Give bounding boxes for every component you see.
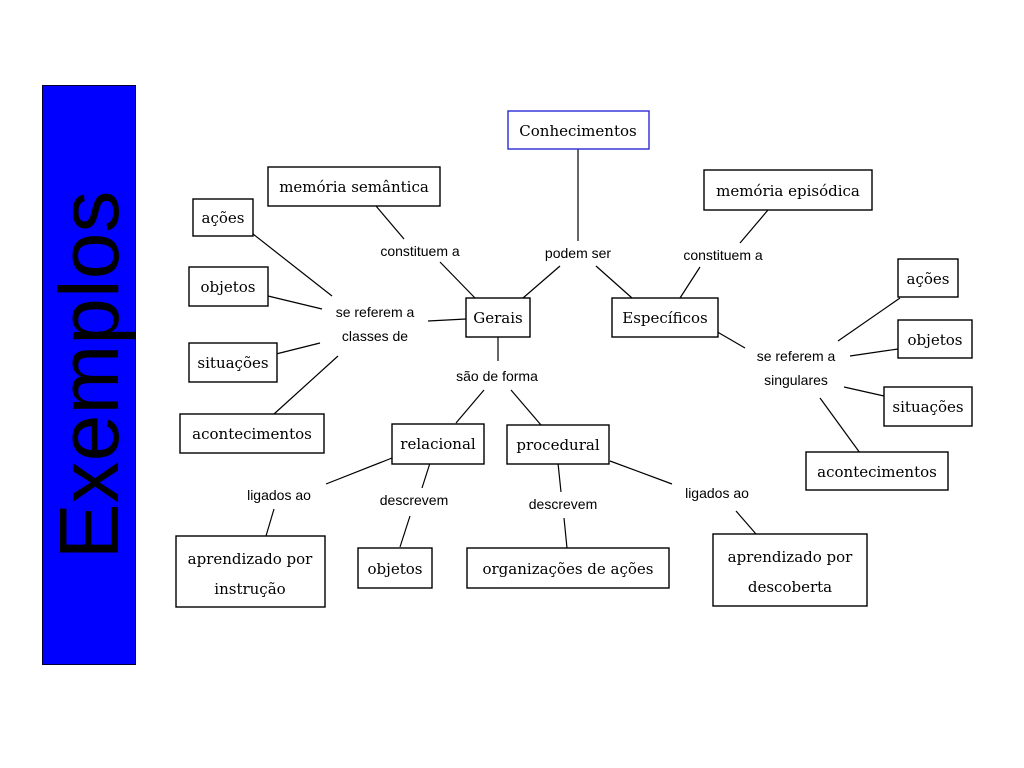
edge-especificos-referem (713, 329, 746, 349)
concept-label-objetos-especificos: objetos (908, 331, 963, 349)
concept-organizacoes-acoes: organizações de ações (466, 547, 670, 589)
edge-memoria-episodica-constituem (739, 209, 769, 244)
link-se-referem-classes-1: se referem a (336, 304, 415, 320)
edge-acoes-referem (252, 233, 333, 297)
concept-situacoes-especificos: situações (883, 386, 973, 427)
concept-label-situacoes-especificos: situações (892, 398, 963, 416)
edge-sao-de-forma-procedural (510, 389, 542, 426)
concept-objetos-descritos: objetos (357, 547, 433, 589)
edge-gerais-referem (427, 318, 467, 322)
edge-acontecimentos-esp-referem (819, 397, 861, 454)
concept-label-acoes-especificos: ações (907, 270, 950, 288)
concept-label-situacoes-gerais: situações (197, 354, 268, 372)
edge-procedural-descrevem (557, 462, 562, 493)
concept-acontecimentos-gerais: acontecimentos (179, 413, 325, 454)
concept-label-aprendizado-instrucao-2: instrução (214, 580, 285, 598)
edge-sao-de-forma-relacional (455, 389, 485, 424)
link-ligados-ao-procedural: ligados ao (685, 485, 749, 501)
connector-lines (252, 149, 901, 549)
concept-gerais: Gerais (465, 297, 531, 338)
linking-phrases: podem ser constituem a constituem a se r… (247, 243, 835, 512)
concept-aprendizado-descoberta: aprendizado por descoberta (712, 533, 868, 607)
concept-acoes-gerais: ações (192, 198, 254, 237)
concept-label-aprendizado-instrucao-1: aprendizado por (188, 550, 314, 568)
concept-label-objetos-descritos: objetos (368, 560, 423, 578)
edge-constituem-gerais (439, 261, 476, 299)
link-se-referem-singulares-1: se referem a (757, 348, 836, 364)
concept-label-aprendizado-descoberta-2: descoberta (748, 578, 832, 596)
concept-especificos: Específicos (611, 297, 719, 338)
concept-label-objetos-gerais: objetos (201, 278, 256, 296)
edge-podem-ser-especificos (595, 265, 633, 299)
edge-procedural-ligados (609, 460, 673, 485)
link-descrevem-relacional: descrevem (380, 492, 448, 508)
concept-label-memoria-semantica: memória semântica (279, 178, 429, 196)
concept-relacional: relacional (391, 423, 485, 465)
concept-acoes-especificos: ações (897, 258, 959, 298)
concept-label-procedural: procedural (516, 436, 599, 454)
edge-relacional-descrevem (421, 462, 431, 489)
concept-aprendizado-instrucao: aprendizado por instrução (175, 535, 326, 608)
link-sao-de-forma: são de forma (456, 368, 538, 384)
edge-constituem-especificos (679, 266, 701, 299)
concept-objetos-gerais: objetos (188, 266, 269, 307)
concept-label-gerais: Gerais (473, 309, 522, 327)
edge-podem-ser-gerais (522, 265, 561, 299)
edge-ligados-aprendizado-instrucao (265, 508, 275, 537)
concept-situacoes-gerais: situações (188, 342, 278, 383)
concept-memoria-episodica: memória episódica (703, 169, 873, 211)
concept-label-organizacoes-acoes: organizações de ações (482, 560, 653, 578)
concept-conhecimentos: Conhecimentos (507, 110, 650, 150)
concept-label-memoria-episodica: memória episódica (716, 182, 860, 200)
link-constituem-a-gerais: constituem a (380, 243, 460, 259)
edge-descrevem-objetos (399, 515, 411, 548)
concept-memoria-semantica: memória semântica (267, 166, 441, 207)
edge-objetos-referem (267, 295, 323, 310)
title-banner: Exemplos (42, 85, 136, 665)
concept-label-acontecimentos-especificos: acontecimentos (817, 463, 937, 481)
edge-situacoes-esp-referem (843, 386, 885, 397)
concept-label-aprendizado-descoberta-1: aprendizado por (728, 548, 854, 566)
concept-label-relacional: relacional (400, 435, 476, 453)
concept-box-conhecimentos (507, 110, 650, 150)
concept-label-acontecimentos-gerais: acontecimentos (192, 425, 312, 443)
edge-situacoes-referem (275, 342, 321, 355)
link-se-referem-classes-2: classes de (342, 328, 408, 344)
concept-acontecimentos-especificos: acontecimentos (805, 451, 949, 491)
link-se-referem-singulares-2: singulares (764, 372, 828, 388)
link-descrevem-procedural: descrevem (529, 496, 597, 512)
edge-memoria-semantica-constituem (375, 205, 405, 240)
concept-procedural: procedural (506, 424, 610, 465)
link-ligados-ao-relacional: ligados ao (247, 487, 311, 503)
link-podem-ser: podem ser (545, 245, 611, 261)
concept-objetos-especificos: objetos (897, 319, 973, 359)
concept-label-conhecimentos: Conhecimentos (519, 122, 636, 140)
concept-label-acoes-gerais: ações (202, 209, 245, 227)
edge-descrevem-organizacoes (563, 517, 568, 549)
edge-objetos-esp-referem (849, 348, 899, 357)
edge-acontecimentos-referem (273, 355, 339, 415)
edge-relacional-ligados (325, 457, 393, 485)
edge-ligados-aprendizado-descoberta (735, 510, 757, 535)
edge-acoes-esp-referem (837, 297, 901, 342)
link-constituem-a-especificos: constituem a (683, 247, 763, 263)
concept-label-especificos: Específicos (622, 309, 707, 327)
